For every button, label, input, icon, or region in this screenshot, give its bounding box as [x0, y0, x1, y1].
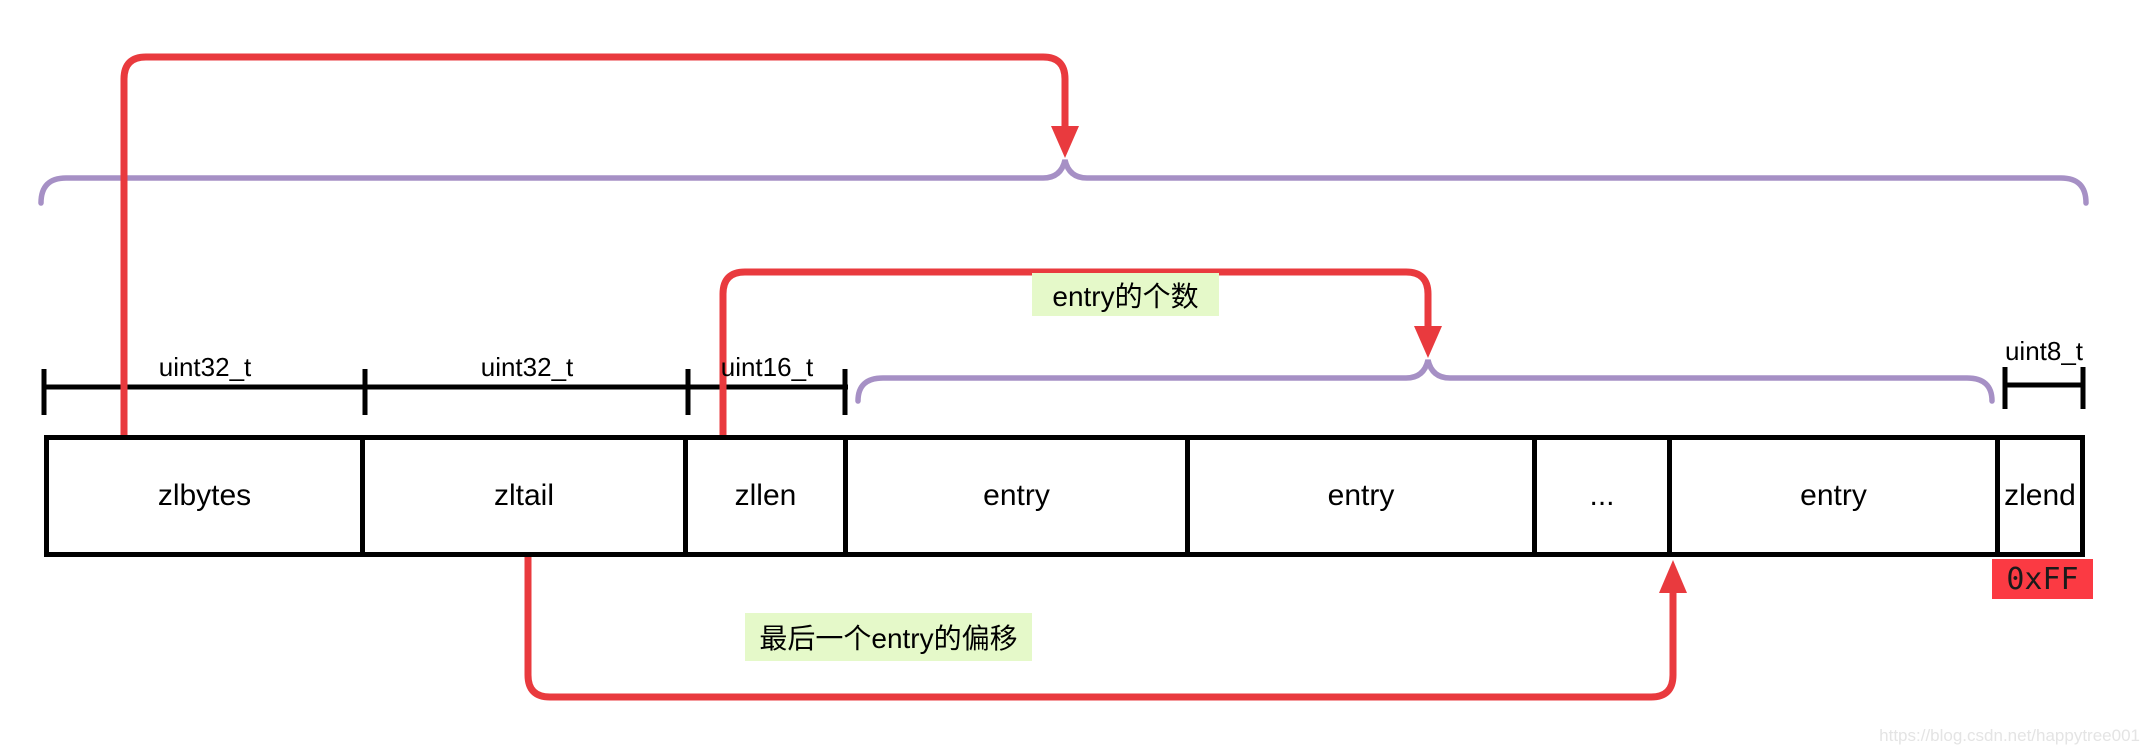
cell-zlbytes: zlbytes	[49, 440, 365, 552]
zllen-arrow	[719, 268, 1442, 515]
type-label-zllen: uint16_t	[720, 352, 814, 382]
cell-zltail: zltail	[365, 440, 688, 552]
zlend-value-badge: 0xFF	[1992, 559, 2093, 599]
zltail-arrow-path	[524, 557, 1677, 701]
watermark: https://blog.csdn.net/happytree001	[1879, 726, 2140, 745]
ruler-right	[2002, 367, 2086, 409]
cell-zlend: zlend	[2004, 479, 2076, 512]
zltail-arrow	[524, 557, 1687, 701]
ziplist-byte-row: zlbytes zltail zllen entry entry ... ent…	[44, 435, 2085, 557]
cell-entry-2: entry	[1190, 440, 1537, 552]
cell-entry-1: entry	[848, 440, 1190, 552]
type-label-zlend: uint8_t	[2004, 336, 2084, 366]
entry-count-label: entry的个数	[1032, 273, 1219, 316]
zlbytes-arrow	[120, 53, 1079, 516]
whole-ziplist-brace	[38, 159, 2089, 206]
down-arrowhead-icon	[1414, 326, 1442, 358]
entries-region-brace	[855, 359, 1995, 404]
type-label-zltail: uint32_t	[480, 352, 574, 382]
up-arrowhead-icon	[1659, 560, 1687, 593]
ruler-left	[41, 369, 848, 415]
cell-zllen: zllen	[688, 440, 848, 552]
type-label-zlbytes: uint32_t	[158, 352, 252, 382]
cell-ellipsis: ...	[1537, 440, 1672, 552]
last-entry-offset-label: 最后一个entry的偏移	[745, 613, 1032, 661]
down-arrowhead-icon	[1051, 126, 1079, 158]
zllen-arrow-path	[719, 268, 1432, 515]
cell-entry-last: entry	[1672, 440, 2000, 552]
zlbytes-arrow-path	[120, 53, 1069, 516]
